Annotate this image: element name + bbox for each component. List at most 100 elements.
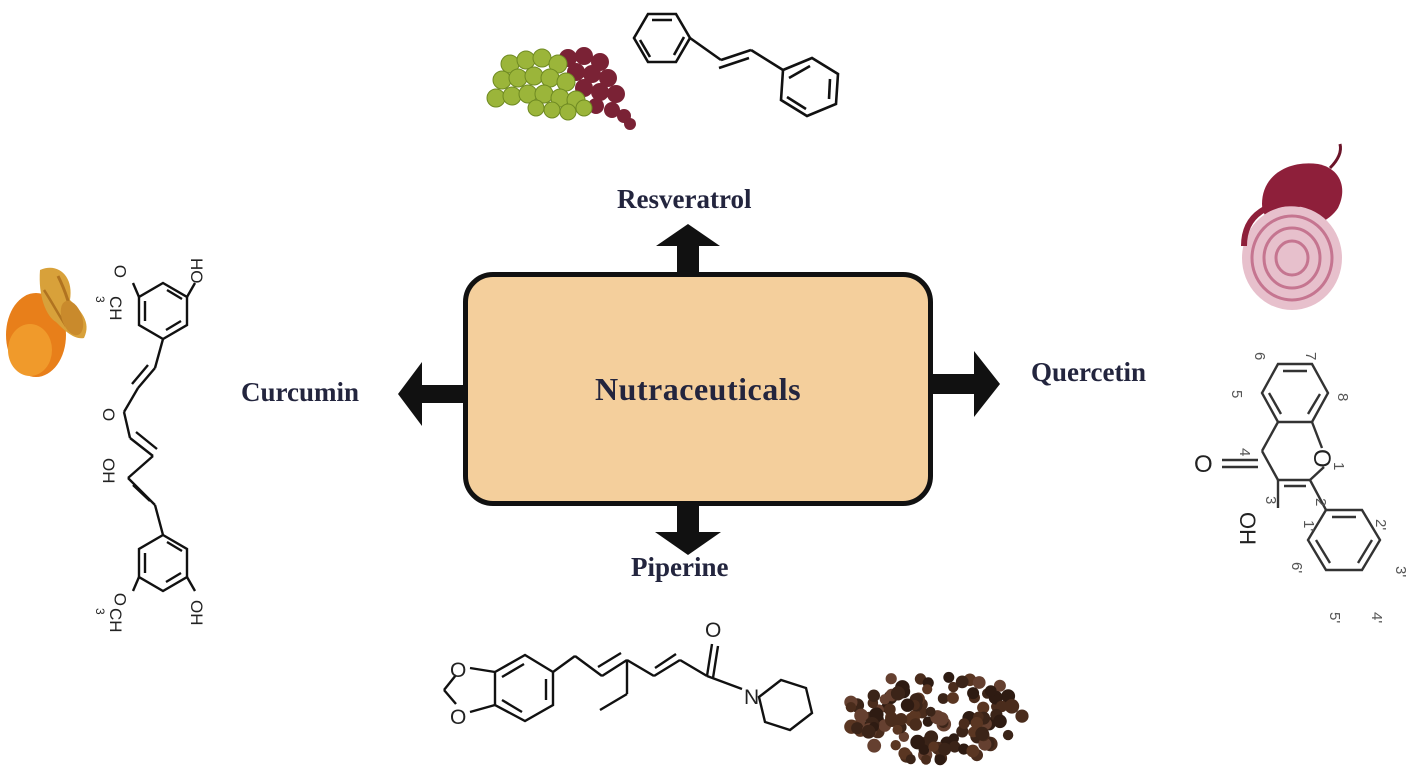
peppercorn <box>970 716 983 730</box>
peppercorn <box>864 717 880 732</box>
peppercorn <box>909 718 922 731</box>
peppercorn <box>896 684 911 699</box>
peppercorn <box>956 725 969 738</box>
curcumin-keto-o: O <box>99 408 118 421</box>
peppercorn <box>934 754 946 766</box>
curcumin-enol-oh: OH <box>99 458 118 484</box>
peppercorn <box>890 686 906 701</box>
peppercorn <box>979 717 992 731</box>
peppercorn <box>883 690 898 705</box>
curcumin-label: Curcumin <box>241 377 360 407</box>
peppercorn <box>938 717 949 728</box>
peppercorn <box>910 699 923 712</box>
peppercorn <box>947 692 959 704</box>
quercetin-atoms: O O OH <box>1194 449 1335 545</box>
curcumin-atoms: O CH 3 HO O OH O CH 3 OH <box>93 258 206 633</box>
peppercorn <box>1002 729 1014 741</box>
peppercorn <box>973 711 984 723</box>
peppercorn <box>962 711 976 725</box>
peppercorn <box>879 694 890 705</box>
peppercorn <box>995 700 1008 713</box>
peppercorn <box>977 701 990 714</box>
peppercorn <box>857 721 869 733</box>
peppercorn <box>899 749 913 763</box>
curcumin-o-bottom: O <box>111 593 130 606</box>
pos-5p: 5' <box>1326 612 1343 623</box>
pos-6: 6 <box>1251 352 1268 360</box>
peppercorn <box>909 699 920 711</box>
turmeric-icon <box>6 267 87 377</box>
peppercorn <box>863 711 875 723</box>
peppercorn <box>890 740 901 751</box>
curcumin-ch3-bottom-sub: 3 <box>93 608 107 615</box>
peppercorn <box>924 730 939 745</box>
peppercorn <box>885 688 898 702</box>
peppercorn <box>898 731 910 742</box>
curcumin-structure <box>122 281 197 593</box>
peppercorn <box>990 708 1003 722</box>
center-box: Nutraceuticals <box>463 272 933 506</box>
peppercorn <box>993 714 1007 729</box>
peppercorn <box>854 724 867 737</box>
peppercorn <box>883 703 896 716</box>
peppercorn <box>885 711 898 724</box>
peppercorn <box>881 701 892 713</box>
peppercorn <box>922 684 933 695</box>
peppercorn <box>978 717 991 730</box>
peppercorn <box>845 702 857 713</box>
peppercorn <box>982 688 993 699</box>
peppercorn <box>948 733 960 744</box>
peppercorn <box>934 751 948 765</box>
peppercorn <box>934 712 949 726</box>
peppercorn <box>966 744 980 758</box>
peppercorn <box>967 687 980 700</box>
peppercorn <box>948 681 959 693</box>
peppercorn <box>844 695 858 709</box>
arrow-right <box>933 351 1000 417</box>
peppercorn <box>977 711 991 725</box>
peppercorn <box>871 721 882 732</box>
onion-icon <box>1241 143 1343 310</box>
pos-3: 3 <box>1262 496 1279 504</box>
curcumin-ho-top: HO <box>187 258 206 284</box>
peppercorn <box>849 720 863 734</box>
peppercorn <box>867 738 882 753</box>
quercetin-keto-o: O <box>1194 451 1213 478</box>
peppercorn <box>849 698 865 713</box>
peppercorn <box>980 736 995 751</box>
peppercorn <box>922 716 934 727</box>
peppercorn <box>918 747 933 763</box>
peppercorn <box>1001 689 1016 703</box>
curcumin-ch3-top: CH <box>106 296 125 321</box>
peppercorn <box>943 671 955 683</box>
peppercorn <box>905 754 916 765</box>
peppercorn <box>910 734 925 750</box>
arrow-left <box>398 362 463 426</box>
resveratrol-label: Resveratrol <box>617 184 752 214</box>
pos-5: 5 <box>1228 390 1245 398</box>
peppercorn <box>977 720 989 732</box>
arrow-up <box>656 224 720 272</box>
peppercorn <box>909 693 923 707</box>
peppercorn <box>895 680 910 695</box>
pos-1: 1 <box>1330 462 1347 470</box>
peppercorn <box>982 717 996 731</box>
peppercorn <box>931 741 945 755</box>
peppercorn <box>938 742 952 756</box>
peppercorns-icon <box>844 671 1029 766</box>
peppercorn <box>936 716 952 732</box>
pos-2: 2 <box>1312 498 1329 506</box>
curcumin-oh-bottom: OH <box>187 600 206 626</box>
resveratrol-structure <box>632 12 840 118</box>
peppercorn <box>869 707 884 722</box>
curcumin-ch3-bottom: CH <box>106 608 125 633</box>
peppercorn <box>948 741 961 753</box>
peppercorn <box>925 706 936 717</box>
peppercorn <box>970 728 985 744</box>
pos-4p: 4' <box>1368 612 1385 623</box>
peppercorn <box>984 685 997 697</box>
peppercorn <box>978 737 992 751</box>
peppercorn <box>972 676 986 689</box>
peppercorn <box>977 729 990 742</box>
